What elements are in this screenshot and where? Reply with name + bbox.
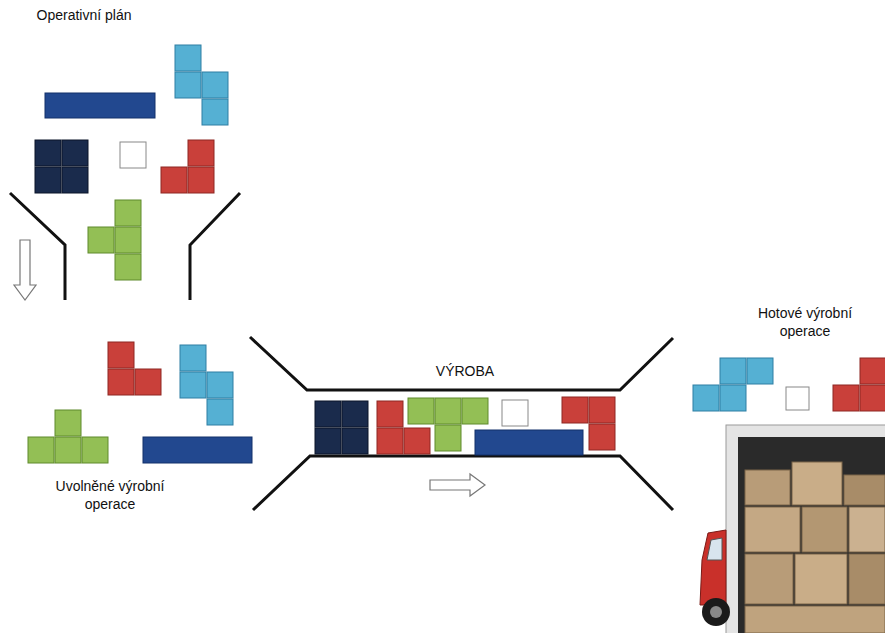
i-piece bbox=[475, 430, 583, 455]
channel-label: VÝROBA bbox=[405, 362, 525, 380]
l-piece bbox=[108, 342, 161, 395]
l-piece bbox=[161, 140, 214, 193]
production-channel bbox=[250, 337, 673, 510]
single-block bbox=[120, 142, 146, 168]
down-arrow bbox=[14, 240, 36, 300]
funnel bbox=[10, 193, 240, 300]
output-label: Hotové výrobní operace bbox=[735, 304, 875, 340]
o-piece bbox=[315, 401, 368, 454]
heading-label: Operativní plán bbox=[4, 6, 164, 24]
t-piece bbox=[28, 410, 108, 463]
l-piece bbox=[833, 358, 885, 411]
i-piece bbox=[45, 93, 155, 118]
right-arrow bbox=[430, 474, 485, 496]
s-piece bbox=[175, 45, 228, 125]
single-block bbox=[786, 387, 809, 410]
queue-label: Uvolněné výrobní operace bbox=[35, 477, 185, 513]
o-piece bbox=[35, 140, 88, 193]
single-block bbox=[502, 400, 528, 426]
l-piece bbox=[562, 397, 615, 450]
i-piece bbox=[143, 437, 252, 463]
t-piece bbox=[88, 200, 141, 280]
truck bbox=[700, 425, 885, 633]
s-piece bbox=[693, 358, 773, 411]
s-piece bbox=[180, 345, 233, 425]
